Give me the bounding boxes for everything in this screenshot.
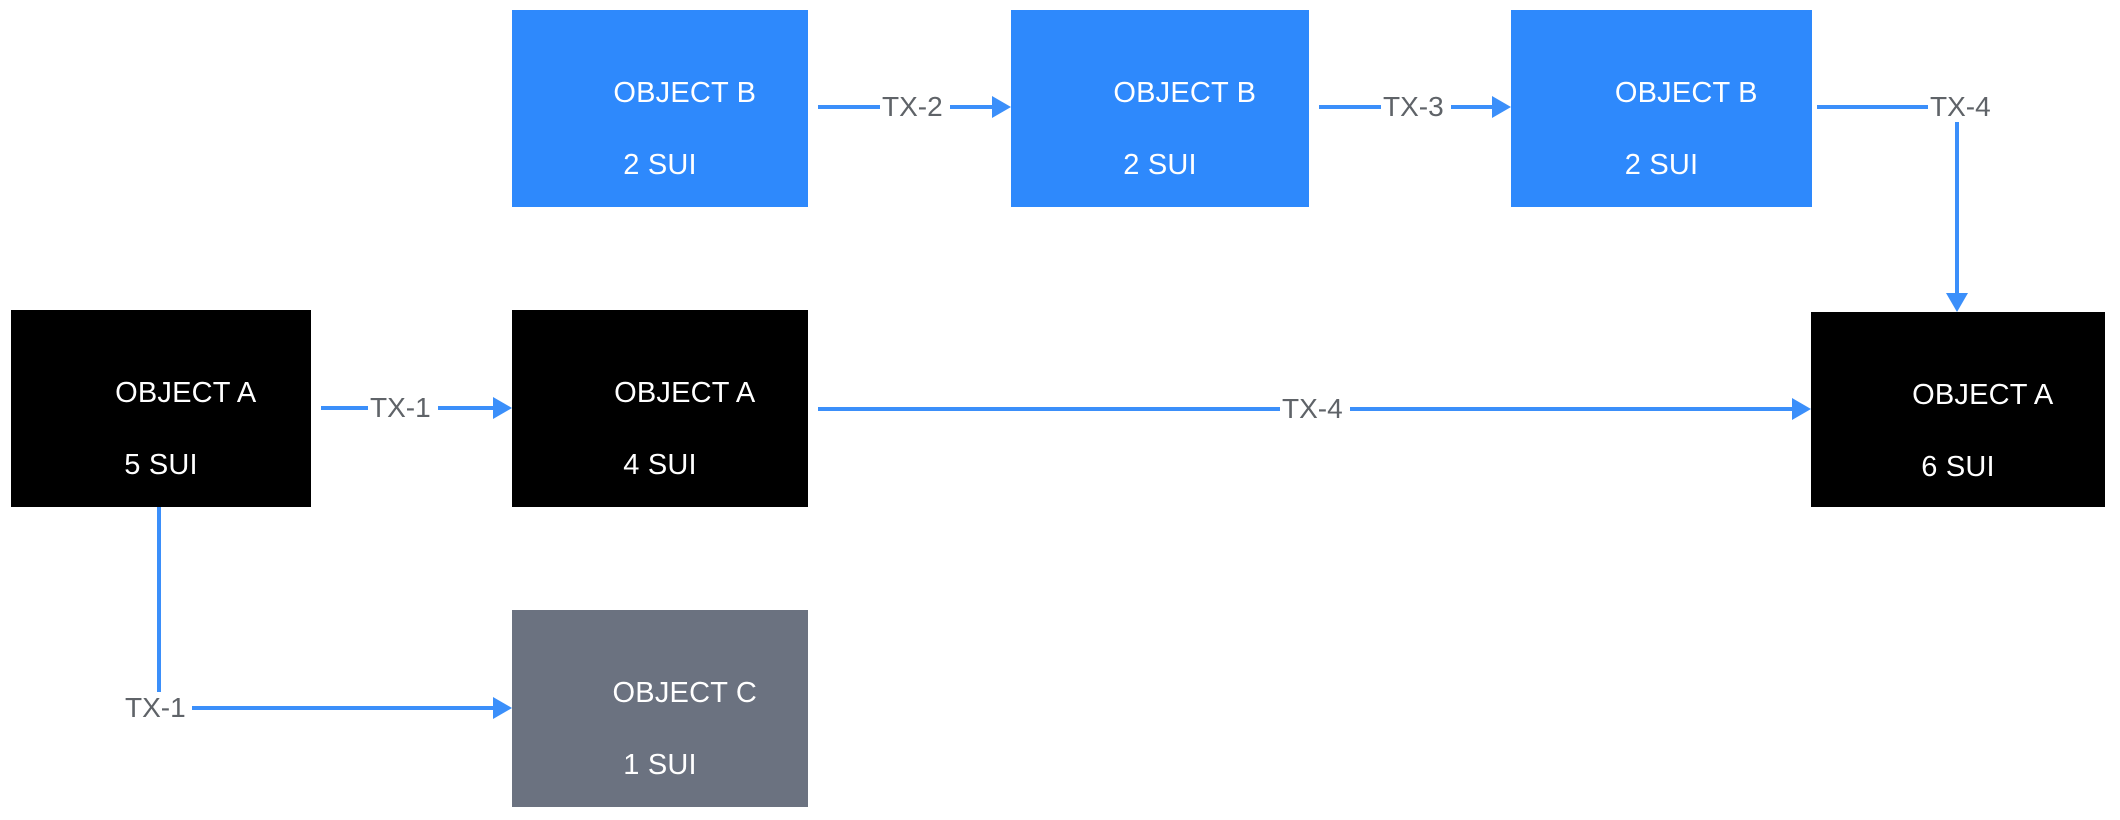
edge-tx2-line-right [950,105,992,109]
edge-tx4-mid-line-right [1350,407,1792,411]
edge-tx3-arrowhead-icon [1492,96,1511,118]
edge-tx4-top-label: TX-4 [1928,91,1993,122]
node-title: OBJECT B [1064,39,1256,147]
node-amount: 2 SUI [1123,149,1197,181]
edge-tx1-split-arrowhead-icon [493,697,512,719]
node-object-label: OBJECT B [1614,77,1758,109]
edge-tx4-top-line-v [1955,122,1959,295]
node-title: OBJECT C [563,639,757,747]
node-object-label: OBJECT B [613,77,757,109]
node-amount: 2 SUI [1624,149,1699,181]
node-amount: 6 SUI [1921,451,1995,483]
node-owner: TOM [1629,221,1694,253]
node-object-label: OBJECT A [1912,379,2054,411]
node-object-a-4sui-tom[interactable]: OBJECT A 4 SUI TOM [512,310,808,553]
node-object-a-5sui-tom[interactable]: OBJECT A 5 SUI TOM [11,310,311,553]
node-title: OBJECT A [66,339,257,447]
node-owner: JOHN [1918,523,1998,555]
node-owner: TOM [627,521,693,553]
edge-tx3-label: TX-3 [1381,91,1446,122]
node-object-b-john[interactable]: OBJECT B 2 SUI JOHN [512,10,808,253]
node-object-label: OBJECT A [115,377,257,409]
edge-tx2-label: TX-2 [880,91,945,122]
node-object-b-tom[interactable]: OBJECT B 2 SUI TOM [1511,10,1812,253]
edge-tx1-main-arrowhead-icon [493,397,512,419]
edge-tx4-top-arrowhead-icon [1946,293,1968,312]
edge-tx1-main-line-left [321,406,368,410]
edge-tx1-split-line-h [192,706,493,710]
edge-tx2-arrowhead-icon [992,96,1011,118]
edge-tx1-main-label: TX-1 [368,392,433,423]
node-object-c-alice[interactable]: OBJECT C 1 SUI ALICE [512,610,808,807]
node-title: OBJECT B [564,39,756,147]
node-amount: 1 SUI [623,749,697,781]
edge-tx4-mid-label: TX-4 [1280,393,1345,424]
node-owner: JOHN [620,221,700,253]
node-object-a-6sui-john[interactable]: OBJECT A 6 SUI JOHN [1811,312,2105,555]
node-owner: ALICE [1117,221,1203,253]
node-amount: 2 SUI [623,149,697,181]
node-object-b-alice[interactable]: OBJECT B 2 SUI ALICE [1011,10,1309,253]
node-title: OBJECT B [1565,39,1758,147]
node-title: OBJECT A [1863,341,2054,449]
edge-tx4-mid-line-left [818,407,1280,411]
edge-tx2-line-left [818,105,880,109]
edge-tx3-line-right [1451,105,1492,109]
edge-tx4-mid-arrowhead-icon [1792,398,1811,420]
node-object-label: OBJECT C [612,677,758,709]
edge-tx1-split-label: TX-1 [123,692,188,723]
edge-tx1-split-line-v [157,507,161,692]
node-title: OBJECT A [565,339,756,447]
node-amount: 4 SUI [623,449,697,481]
edge-tx4-top-line-h [1817,105,1931,109]
node-object-label: OBJECT B [1113,77,1257,109]
edge-tx1-main-line-right [438,406,493,410]
node-amount: 5 SUI [124,449,198,481]
edge-tx3-line-left [1319,105,1381,109]
node-object-label: OBJECT A [614,377,756,409]
